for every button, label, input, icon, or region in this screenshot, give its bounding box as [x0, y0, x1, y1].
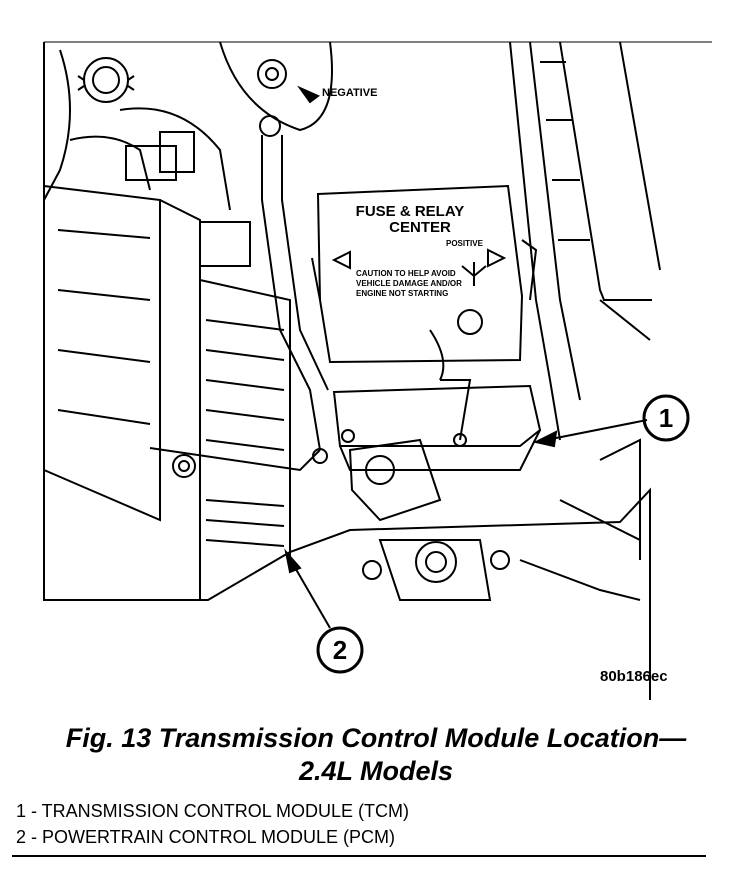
- lower-engine-bolts: [312, 438, 641, 601]
- radiator-cap: [43, 49, 151, 201]
- engine-bay-illustration: NEGATIVE FUSE & RELAY CENTER POSITIVE CA…: [43, 41, 712, 700]
- callout-2-number: 2: [333, 635, 347, 665]
- caption-line-1: Fig. 13 Transmission Control Module Loca…: [65, 723, 687, 753]
- fuse-box-title-line1: FUSE & RELAY: [356, 203, 465, 220]
- bottom-divider: [12, 855, 706, 857]
- callout-1-circle: [642, 394, 690, 442]
- figure-caption: Fig. 13 Transmission Control Module Loca…: [0, 722, 752, 788]
- fuse-box-positive-label: POSITIVE: [446, 239, 484, 248]
- drawing-frame-outline: [43, 42, 651, 700]
- callout-2-arrowhead: [284, 548, 302, 574]
- pcm-module: [43, 185, 321, 600]
- fuse-box-caution-line1: CAUTION TO HELP AVOID: [356, 269, 456, 278]
- battery-cable: [119, 107, 329, 451]
- legend-item: 1 - TRANSMISSION CONTROL MODULE (TCM): [16, 801, 410, 821]
- negative-label: NEGATIVE: [322, 87, 377, 99]
- fuse-relay-center: [311, 184, 538, 364]
- legend-list: 1 - TRANSMISSION CONTROL MODULE (TCM) 2 …: [16, 798, 409, 850]
- negative-terminal: [219, 41, 333, 132]
- fender-structure: [509, 41, 661, 441]
- fuse-box-title-line2: CENTER: [389, 219, 451, 236]
- callout-1-number: 1: [659, 403, 673, 433]
- fuse-box-caution-line3: ENGINE NOT STARTING: [356, 289, 448, 298]
- tcm-module: [332, 309, 542, 522]
- caption-line-2: 2.4L Models: [298, 756, 454, 786]
- legend-item: 2 - POWERTRAIN CONTROL MODULE (PCM): [16, 827, 396, 847]
- callout-1-arrowhead: [533, 430, 558, 448]
- figure-code: 80b186ec: [600, 668, 668, 685]
- callout-2-circle: [316, 626, 364, 674]
- fuse-box-caution-line2: VEHICLE DAMAGE AND/OR: [356, 279, 462, 288]
